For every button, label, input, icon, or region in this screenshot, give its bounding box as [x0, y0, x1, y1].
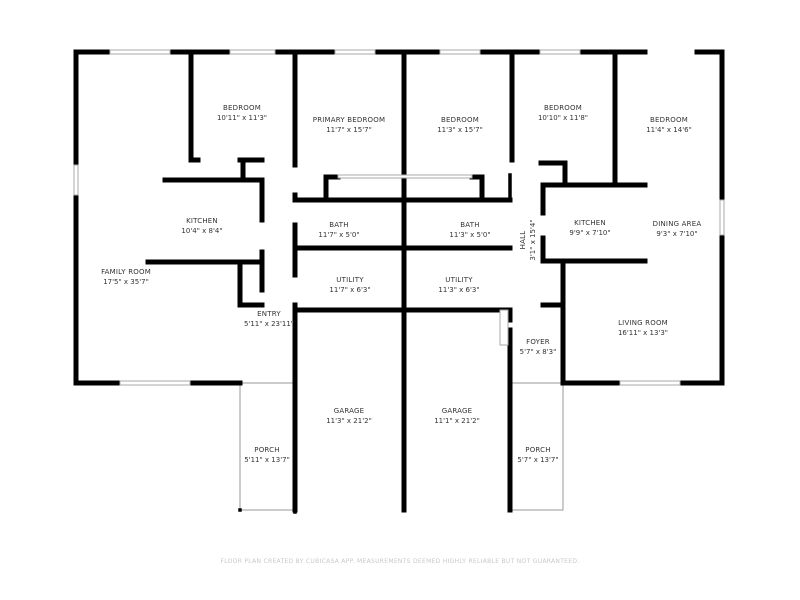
room-name: DINING AREA — [652, 220, 702, 228]
room-name: BEDROOM — [650, 116, 688, 124]
room-bedroom-1: BEDROOM 10'11" x 11'3" — [217, 103, 267, 123]
room-garage-2: GARAGE 11'1" x 21'2" — [434, 406, 480, 426]
room-dims: 11'3" x 6'3" — [438, 286, 480, 294]
room-name: BEDROOM — [544, 104, 582, 112]
room-dims: 10'11" x 11'3" — [216, 114, 268, 122]
room-dims: 11'4" x 14'6" — [646, 126, 692, 134]
room-dims: 5'7" x 8'3" — [519, 348, 557, 356]
room-entry: ENTRY 5'11" x 23'11" — [244, 309, 294, 329]
room-bath-2: BATH 11'3" x 5'0" — [449, 220, 490, 240]
room-name: GARAGE — [441, 407, 473, 415]
room-family-room: FAMILY ROOM 17'5" x 35'7" — [101, 267, 151, 287]
room-dims: 11'7" x 6'3" — [329, 286, 371, 294]
room-name: BATH — [329, 221, 349, 229]
room-dims: 11'7" x 5'0" — [318, 231, 360, 239]
room-bath-1: BATH 11'7" x 5'0" — [318, 220, 359, 240]
room-primary-bedroom: PRIMARY BEDROOM 11'7" x 15'7" — [313, 115, 385, 135]
room-garage-1: GARAGE 11'3" x 21'2" — [326, 406, 372, 426]
room-bedroom-3: BEDROOM 10'10" x 11'8" — [538, 103, 588, 123]
room-name: PRIMARY BEDROOM — [312, 116, 386, 124]
room-name: LIVING ROOM — [618, 319, 668, 327]
room-name: GARAGE — [333, 407, 365, 415]
room-utility-1: UTILITY 11'7" x 6'3" — [329, 275, 370, 295]
room-name: KITCHEN — [574, 219, 606, 227]
footer-disclaimer: FLOOR PLAN CREATED BY CUBICASA APP. MEAS… — [220, 558, 580, 565]
room-name: ENTRY — [257, 310, 281, 318]
room-dims: 11'3" x 5'0" — [449, 231, 491, 239]
room-dims: 3'1" x 15'4" — [529, 219, 537, 261]
room-name: FAMILY ROOM — [101, 268, 151, 276]
room-name: BATH — [460, 221, 480, 229]
room-dims: 11'7" x 15'7" — [326, 126, 372, 134]
room-kitchen-2: KITCHEN 9'9" x 7'10" — [569, 218, 610, 238]
room-living-room: LIVING ROOM 16'11" x 13'3" — [618, 318, 668, 338]
room-dims: 11'1" x 21'2" — [434, 417, 480, 425]
windows — [73, 49, 725, 386]
room-name: KITCHEN — [186, 217, 218, 225]
room-dims: 9'9" x 7'10" — [569, 229, 611, 237]
room-bedroom-2: BEDROOM 11'3" x 15'7" — [437, 115, 483, 135]
room-dims: 10'10" x 11'8" — [537, 114, 589, 122]
room-foyer: FOYER 5'7" x 8'3" — [520, 337, 557, 357]
room-dining-area: DINING AREA 9'3" x 7'10" — [653, 219, 702, 239]
room-name: BEDROOM — [223, 104, 261, 112]
room-dims: 5'11" x 13'7" — [244, 456, 290, 464]
room-dims: 5'11" x 23'11" — [243, 320, 295, 328]
room-dims: 9'3" x 7'10" — [656, 230, 698, 238]
room-name: BEDROOM — [441, 116, 479, 124]
room-dims: 10'4" x 8'4" — [181, 227, 223, 235]
room-dims: 17'5" x 35'7" — [103, 278, 149, 286]
room-utility-2: UTILITY 11'3" x 6'3" — [438, 275, 479, 295]
walls — [73, 49, 725, 514]
room-dims: 11'3" x 21'2" — [326, 417, 372, 425]
room-dims: 16'11" x 13'3" — [617, 329, 669, 337]
room-porch-1: PORCH 5'11" x 13'7" — [244, 445, 290, 465]
room-name: UTILITY — [445, 276, 473, 284]
room-name: FOYER — [526, 338, 550, 346]
room-name: UTILITY — [336, 276, 364, 284]
room-kitchen-1: KITCHEN 10'4" x 8'4" — [181, 216, 222, 236]
room-name: PORCH — [525, 446, 551, 454]
room-name: HALL — [519, 230, 527, 250]
room-dims: 5'7" x 13'7" — [517, 456, 559, 464]
room-name: PORCH — [254, 446, 280, 454]
room-porch-2: PORCH 5'7" x 13'7" — [517, 445, 558, 465]
room-bedroom-4: BEDROOM 11'4" x 14'6" — [646, 115, 692, 135]
room-dims: 11'3" x 15'7" — [437, 126, 483, 134]
